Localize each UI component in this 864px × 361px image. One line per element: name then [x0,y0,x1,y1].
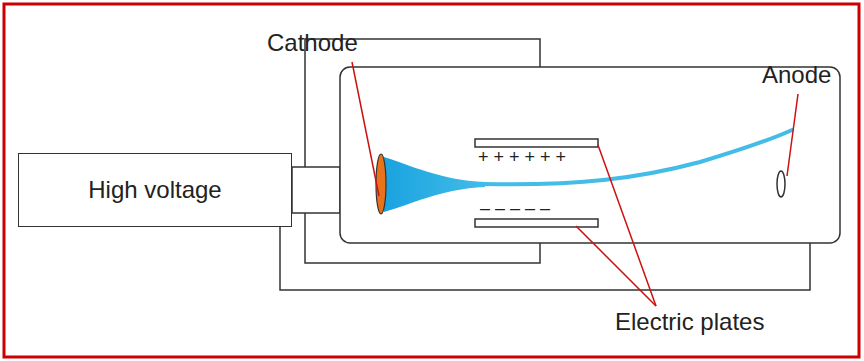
part-label: Cathode [267,30,358,56]
part-label: Electric plates [615,309,764,335]
charge-sign: – – – – – [480,199,550,219]
charge-sign: + + + + + + [478,148,566,168]
power-supply-box: High voltage [18,153,292,227]
part-label: Anode [762,62,831,88]
box-label: High voltage [88,176,221,204]
